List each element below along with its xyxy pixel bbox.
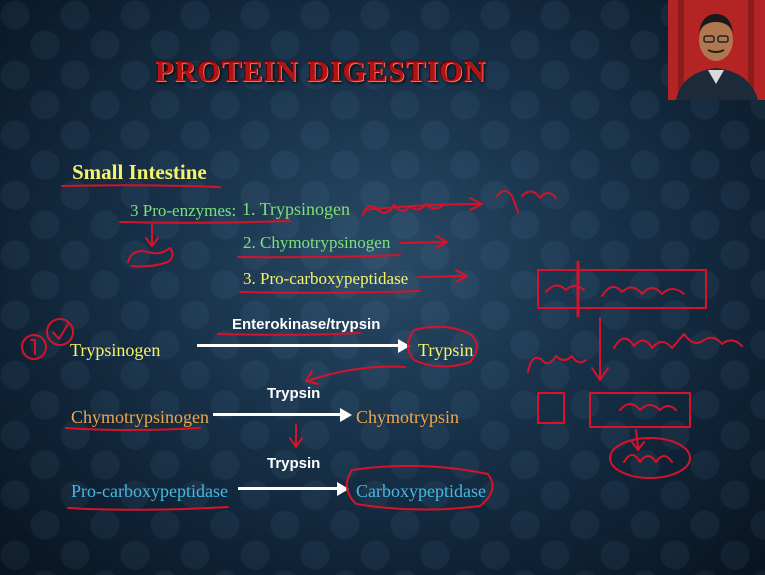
pro-enzymes-label: 3 Pro-enzymes: (130, 201, 237, 220)
pro-enzyme-1: 1. Trypsinogen (242, 199, 351, 219)
section-heading: Small Intestine (72, 160, 207, 184)
reaction-1-substrate: Trypsinogen (70, 340, 161, 360)
reaction-1-arrow (197, 344, 399, 347)
reaction-1-enzyme: Enterokinase/trypsin (232, 316, 381, 333)
enzymes-underline (119, 220, 291, 224)
reaction-1-arrowhead (398, 339, 410, 353)
pro-enzyme-2: 2. Chymotrypsinogen (243, 233, 391, 252)
reaction-2-enzyme: Trypsin (267, 385, 321, 402)
reaction-2-arrowhead (340, 408, 352, 422)
reaction-3-enzyme: Trypsin (267, 455, 321, 472)
heading-underline (61, 184, 221, 188)
presenter-figure (668, 0, 765, 100)
reaction-3-product: Carboxypeptidase (356, 481, 486, 501)
presenter-webcam (668, 0, 765, 100)
reaction-3-arrow (238, 487, 338, 490)
slide-title: PROTEIN DIGESTION (155, 55, 487, 88)
pro-enzyme-3: 3. Pro-carboxypeptidase (243, 269, 409, 288)
reaction-2-substrate: Chymotrypsinogen (71, 407, 209, 427)
reaction-1-product: Trypsin (418, 340, 474, 360)
reaction-2-product: Chymotrypsin (356, 407, 460, 427)
reaction-2-arrow (213, 413, 341, 416)
reaction-3-substrate: Pro-carboxypeptidase (71, 481, 228, 501)
